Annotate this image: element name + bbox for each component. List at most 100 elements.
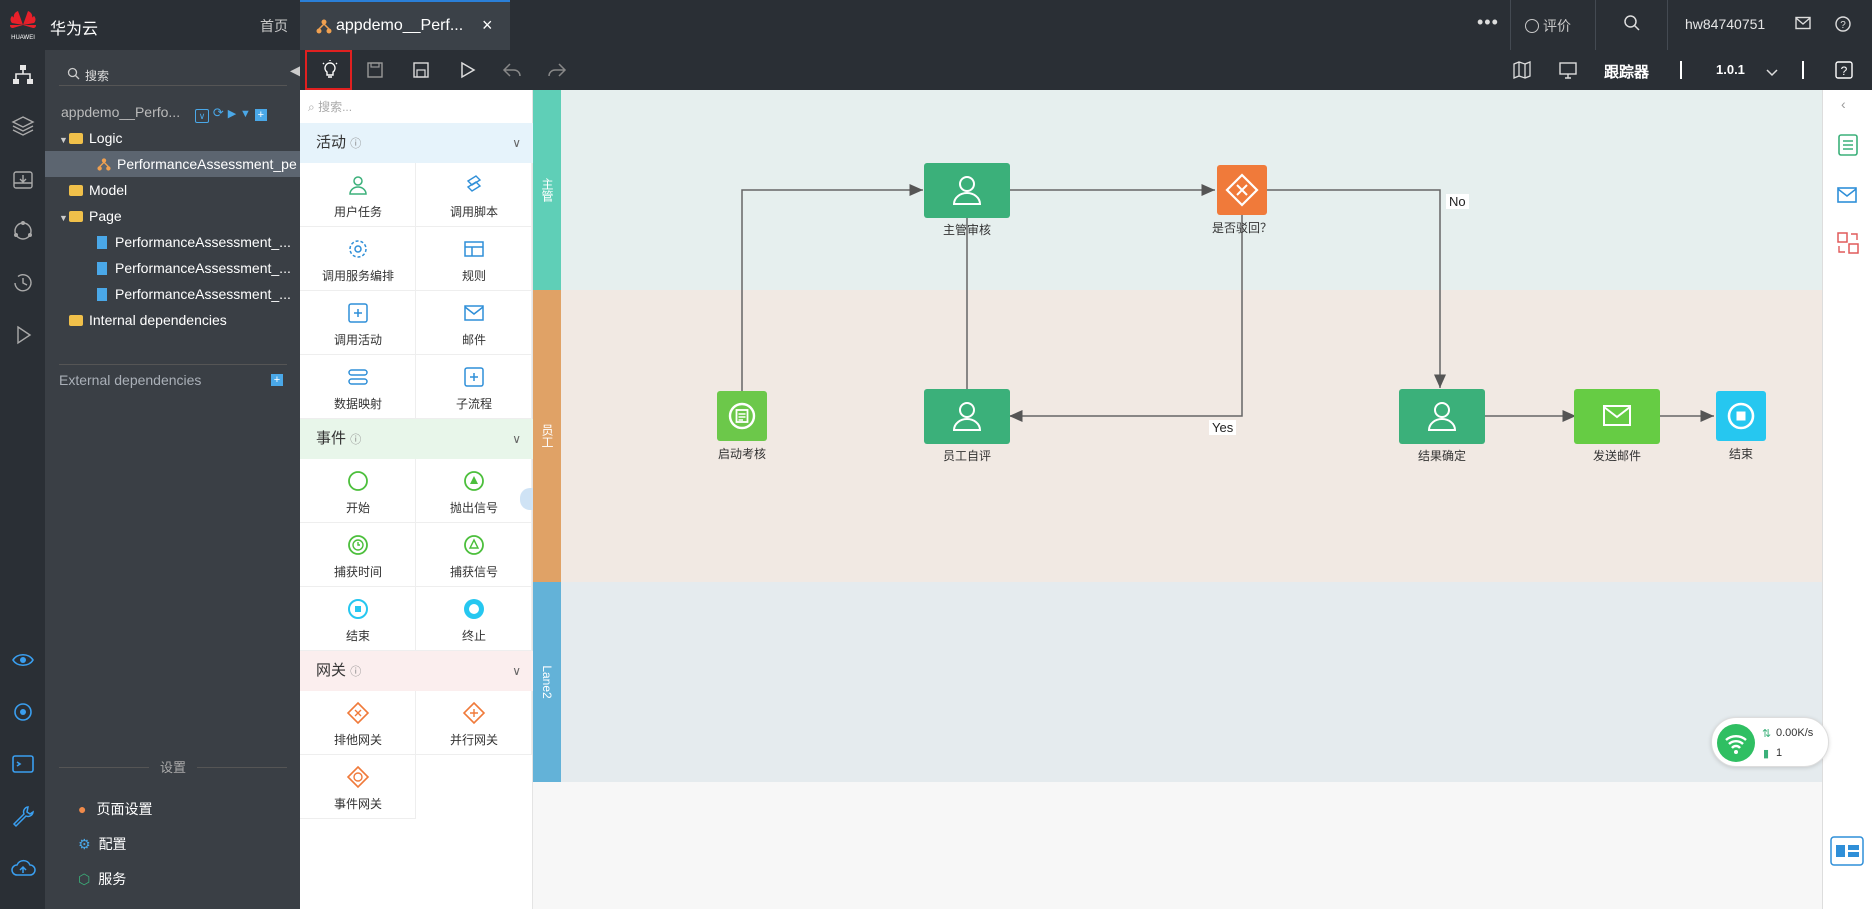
more-icon[interactable]: ••• xyxy=(1477,12,1499,32)
run-icon[interactable] xyxy=(10,322,36,348)
preview-icon[interactable] xyxy=(10,647,36,673)
palette-parallel-gateway[interactable]: 并行网关 xyxy=(416,691,532,755)
edge-start-to-review[interactable] xyxy=(741,184,923,391)
search-icon[interactable] xyxy=(1623,14,1641,32)
close-icon[interactable]: × xyxy=(482,15,493,35)
node-self-eval[interactable] xyxy=(924,389,1010,444)
layers-icon[interactable] xyxy=(10,113,36,139)
palette-catch-signal[interactable]: 捕获信号 xyxy=(416,523,532,587)
tree-file-page[interactable]: PerformanceAssessment_... xyxy=(45,281,300,307)
node-decision[interactable] xyxy=(1217,165,1267,215)
refresh-icon[interactable]: ⟳ xyxy=(212,105,224,120)
huawei-logo[interactable]: HUAWEI xyxy=(8,8,38,42)
target-icon[interactable] xyxy=(10,699,36,725)
palette-service-orchestration[interactable]: 调用服务编排 xyxy=(300,227,416,291)
section-activity[interactable]: 活动 ⓘ∨ xyxy=(300,123,533,163)
palette-data-mapping[interactable]: 数据映射 xyxy=(300,355,416,419)
home-link[interactable]: 首页 xyxy=(260,18,288,34)
chevron-down-icon[interactable]: ∨ xyxy=(512,136,521,150)
play-icon[interactable] xyxy=(455,58,479,82)
help-icon[interactable]: ? xyxy=(1834,15,1852,33)
monitor-icon[interactable] xyxy=(1556,58,1580,82)
network-status-widget[interactable]: ⇅ 0.00K/s ▮ 1 xyxy=(1711,717,1829,767)
swap-icon[interactable] xyxy=(1835,230,1861,256)
project-tool-icons[interactable]: ∨ ⟳ ▶ ▼ + xyxy=(195,99,267,125)
save-as-icon[interactable] xyxy=(409,58,433,82)
history-icon[interactable] xyxy=(10,270,36,296)
lane-header[interactable]: 主管 xyxy=(533,90,561,290)
tree-folder-page[interactable]: ▼Page xyxy=(59,208,122,224)
chevron-down-icon[interactable]: ∨ xyxy=(512,664,521,678)
tree-folder-internal[interactable]: Internal dependencies xyxy=(45,307,300,333)
chevron-down-icon[interactable]: ∨ xyxy=(512,432,521,446)
node-start[interactable] xyxy=(717,391,767,441)
edge-decision-yes[interactable] xyxy=(1009,215,1243,422)
explorer-search-input[interactable]: 搜索 xyxy=(59,62,287,86)
process-canvas[interactable]: 主管 员工 Lane2 No Yes 启动考核 主管审核 是否驳回？ 员工自评 … xyxy=(533,90,1822,909)
version-select[interactable]: 1.0.1 xyxy=(1716,62,1745,77)
import-icon[interactable]: ▶ xyxy=(227,108,237,120)
palette-search-input[interactable]: ⌕ 搜索... xyxy=(308,98,352,115)
network-icon[interactable] xyxy=(10,218,36,244)
chevron-down-icon[interactable] xyxy=(1760,60,1784,84)
dropdown-icon[interactable]: ∨ xyxy=(195,109,209,123)
filter-icon[interactable]: ▼ xyxy=(240,108,251,120)
edge-decision-no[interactable] xyxy=(1266,189,1446,388)
lane-lane2[interactable]: Lane2 xyxy=(533,582,1822,782)
mail-icon[interactable] xyxy=(1795,16,1811,30)
tree-folder-model[interactable]: Model xyxy=(45,177,300,203)
redo-icon[interactable] xyxy=(545,58,569,82)
collapse-panel-icon[interactable]: ◀ xyxy=(290,62,301,78)
properties-icon[interactable] xyxy=(1835,132,1861,158)
tree-folder-logic[interactable]: ▼Logic xyxy=(59,130,123,146)
rate-button[interactable]: 评价 xyxy=(1525,16,1571,36)
inbox-icon[interactable] xyxy=(10,167,36,193)
external-dependencies[interactable]: External dependencies xyxy=(59,372,202,388)
node-manager-review[interactable] xyxy=(924,163,1010,218)
terminal-icon[interactable] xyxy=(10,751,36,777)
tree-file-logic[interactable]: PerformanceAssessment_pe xyxy=(45,151,300,177)
sitemap-icon[interactable] xyxy=(10,62,36,88)
add-icon[interactable]: + xyxy=(254,109,267,121)
palette-script[interactable]: 调用脚本 xyxy=(416,163,532,227)
mail-export-icon[interactable] xyxy=(1835,182,1861,208)
lightbulb-icon[interactable] xyxy=(318,58,342,82)
save-icon[interactable] xyxy=(363,58,387,82)
palette-rule[interactable]: 规则 xyxy=(416,227,532,291)
add-dependency-icon[interactable]: + xyxy=(271,374,283,386)
palette-exclusive-gateway[interactable]: 排他网关 xyxy=(300,691,416,755)
config-item[interactable]: ⚙配置 xyxy=(78,834,127,854)
wrench-icon[interactable] xyxy=(10,803,36,829)
palette-throw-signal[interactable]: 抛出信号 xyxy=(416,459,532,523)
section-gateway[interactable]: 网关 ⓘ∨ xyxy=(300,651,533,691)
layout-toggle-icon[interactable] xyxy=(1830,836,1864,866)
palette-subprocess[interactable]: 子流程 xyxy=(416,355,532,419)
page-settings-item[interactable]: ●页面设置 xyxy=(78,799,152,819)
section-event[interactable]: 事件 ⓘ∨ xyxy=(300,419,533,459)
node-end[interactable] xyxy=(1716,391,1766,441)
tree-file-page[interactable]: PerformanceAssessment_... xyxy=(45,255,300,281)
tree-file-page[interactable]: PerformanceAssessment_... xyxy=(45,229,300,255)
service-item[interactable]: ⬡服务 xyxy=(78,869,126,889)
palette-event-gateway[interactable]: 事件网关 xyxy=(300,755,416,819)
palette-user-task[interactable]: 用户任务 xyxy=(300,163,416,227)
palette-end[interactable]: 结束 xyxy=(300,587,416,651)
cloud-upload-icon[interactable] xyxy=(10,855,36,881)
tab-appdemo[interactable]: appdemo__Perf... × xyxy=(300,0,510,50)
undo-icon[interactable] xyxy=(500,58,524,82)
lane-header[interactable]: 员工 xyxy=(533,290,561,582)
map-icon[interactable] xyxy=(1510,58,1534,82)
tracker-button[interactable]: 跟踪器 xyxy=(1604,64,1650,81)
palette-mail[interactable]: 邮件 xyxy=(416,291,532,355)
palette-call-activity[interactable]: 调用活动 xyxy=(300,291,416,355)
lane-header[interactable]: Lane2 xyxy=(533,582,561,782)
user-name[interactable]: hw84740751 xyxy=(1685,16,1766,32)
node-confirm[interactable] xyxy=(1399,389,1485,444)
chevron-left-icon[interactable]: ‹ xyxy=(1841,96,1846,112)
project-name[interactable]: appdemo__Perfo... ∨ ⟳ ▶ ▼ + xyxy=(45,99,300,125)
palette-catch-timer[interactable]: 捕获时间 xyxy=(300,523,416,587)
node-send-mail[interactable] xyxy=(1574,389,1660,444)
palette-terminate[interactable]: 终止 xyxy=(416,587,532,651)
brand-name[interactable]: 华为云 xyxy=(50,21,99,38)
palette-start[interactable]: 开始 xyxy=(300,459,416,523)
